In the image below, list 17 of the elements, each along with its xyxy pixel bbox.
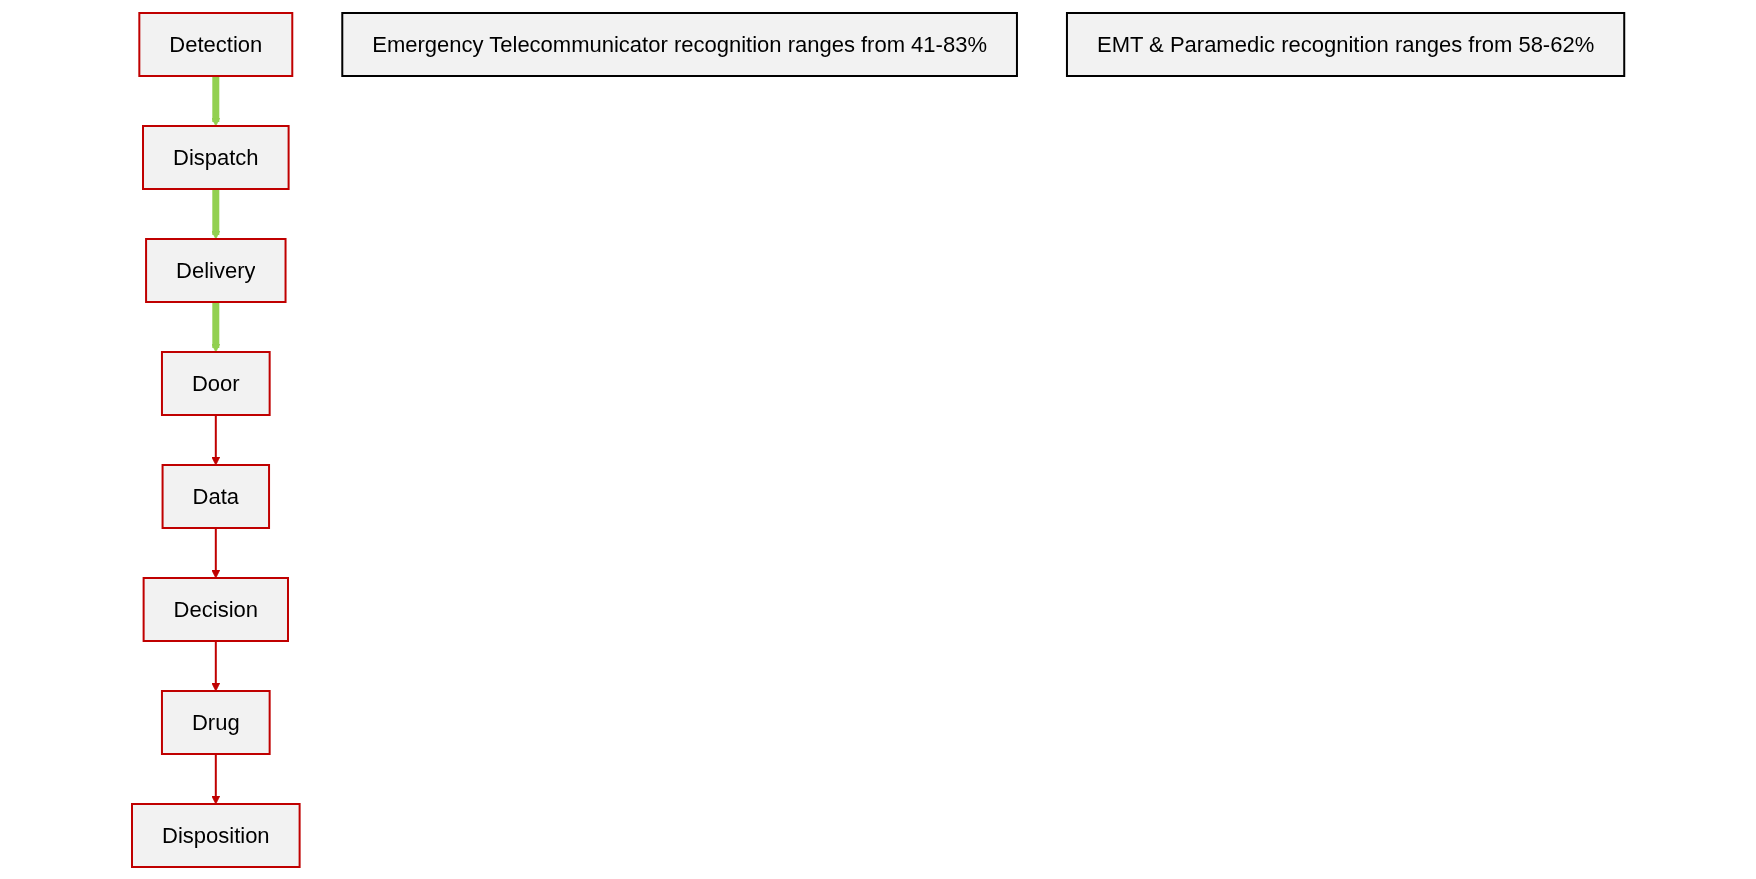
node-box: Decision: [142, 576, 289, 642]
node-box: Emergency Telecommunicator recognition ranges from 41-83%: [341, 11, 1018, 77]
arrow: [211, 75, 221, 126]
node-box: Detection: [138, 11, 294, 77]
arrow: [211, 301, 221, 352]
arrow: [211, 639, 221, 691]
arrow: [211, 188, 221, 239]
node-box: Delivery: [144, 237, 287, 303]
arrow: [211, 526, 221, 578]
node-box: Door: [160, 350, 271, 416]
node-box: Drug: [160, 689, 271, 755]
node-box: Dispatch: [141, 124, 290, 190]
node-box: Data: [161, 463, 270, 529]
arrow: [211, 413, 221, 465]
arrow: [211, 752, 221, 804]
node-box: EMT & Paramedic recognition ranges from 58-62%: [1065, 11, 1626, 77]
node-box: Disposition: [130, 802, 301, 868]
